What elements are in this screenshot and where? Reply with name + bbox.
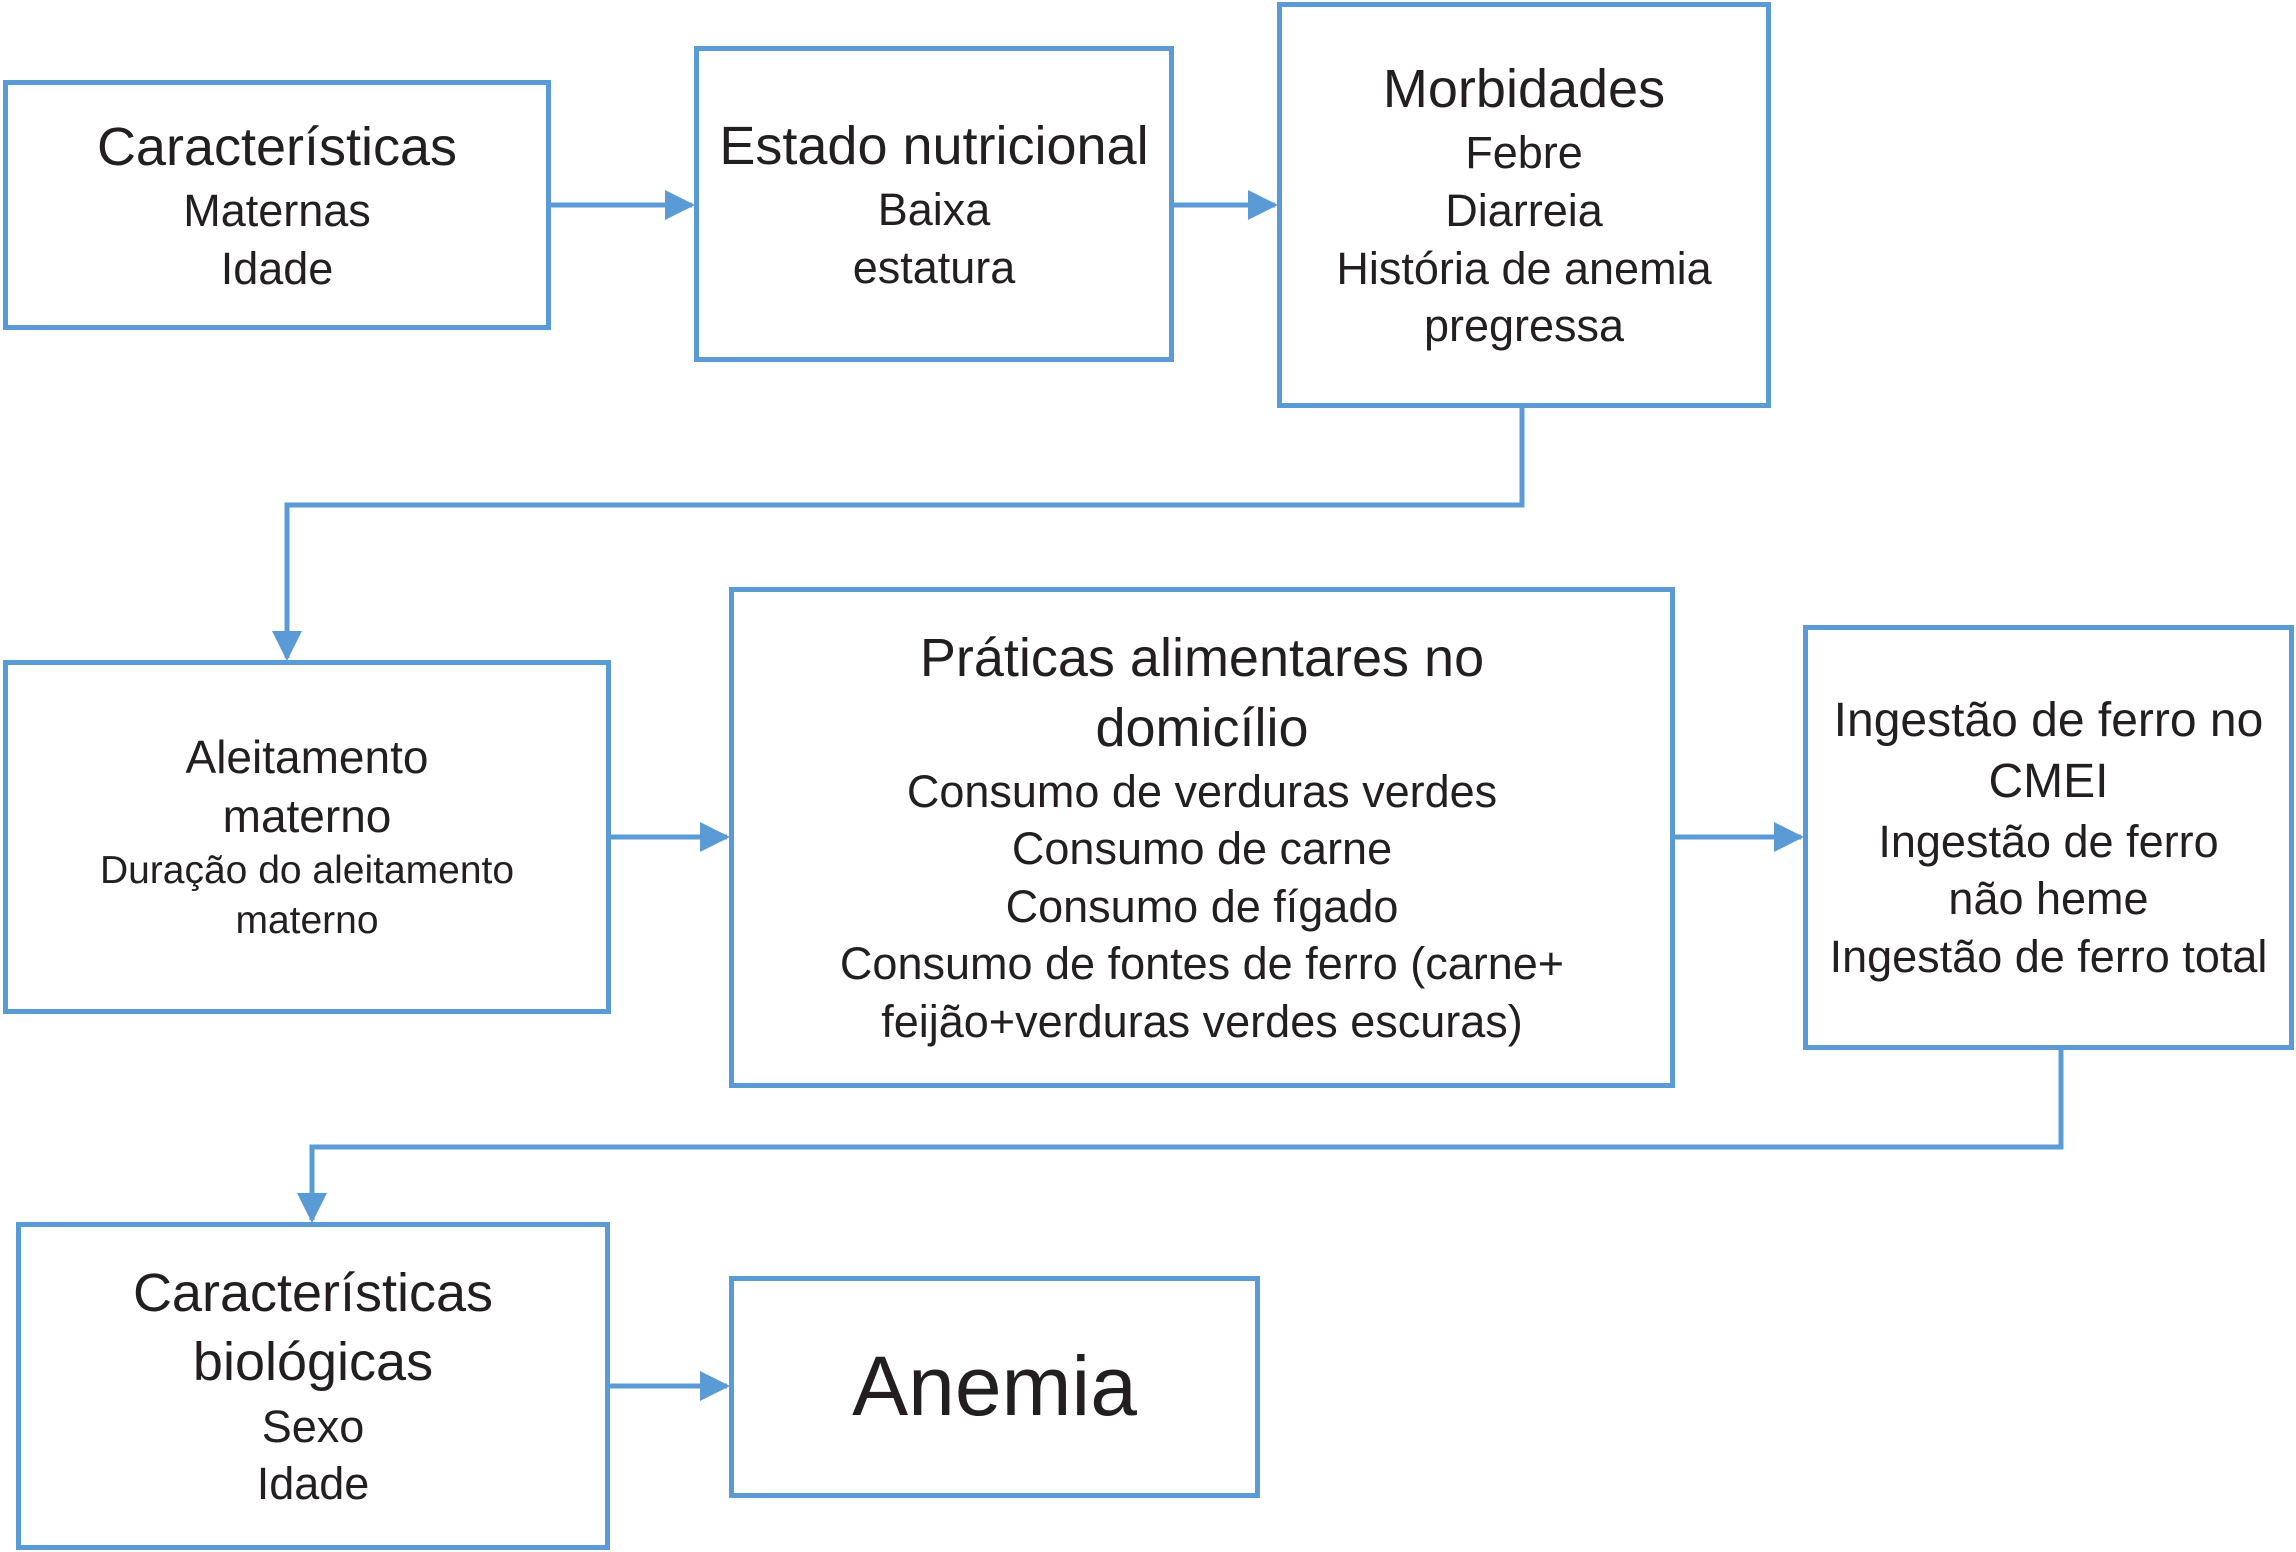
- box-title: Aleitamento: [185, 731, 429, 784]
- box-title: Características: [132, 1263, 494, 1324]
- box-title: Características: [96, 116, 458, 177]
- box-line: pregressa: [1423, 300, 1625, 352]
- box-aleitamento-materno: Aleitamento materno Duração do aleitamen…: [3, 660, 611, 1014]
- box-title: materno: [222, 790, 392, 843]
- box-title: domicílio: [1095, 697, 1309, 758]
- box-anemia: Anemia: [729, 1276, 1260, 1498]
- box-estado-nutricional: Estado nutricional Baixa estatura: [694, 46, 1174, 362]
- box-line: Baixa: [877, 183, 991, 235]
- arrow-ingestao-to-biologicas: [297, 1050, 2064, 1223]
- box-caracteristicas-biologicas: Características biológicas Sexo Idade: [16, 1222, 610, 1550]
- box-line: Consumo de verduras verdes: [906, 765, 1498, 817]
- arrow-morbidades-to-aleitamento: [272, 408, 1525, 661]
- box-line: Febre: [1465, 127, 1583, 179]
- box-praticas-alimentares: Práticas alimentares no domicílio Consum…: [729, 587, 1675, 1088]
- box-line: materno: [235, 898, 379, 942]
- box-line: Duração do aleitamento: [99, 848, 515, 892]
- box-ingestao-ferro-cmei: Ingestão de ferro no CMEI Ingestão de fe…: [1803, 625, 2294, 1050]
- box-morbidades: Morbidades Febre Diarreia História de an…: [1277, 2, 1771, 408]
- box-line: Consumo de carne: [1011, 823, 1393, 875]
- box-title: Anemia: [852, 1339, 1137, 1434]
- box-line: História de anemia: [1336, 242, 1712, 294]
- box-line: Ingestão de ferro total: [1829, 930, 2268, 982]
- box-line: Sexo: [261, 1400, 365, 1452]
- box-line: Consumo de fígado: [1005, 880, 1399, 932]
- box-line: estatura: [852, 241, 1016, 293]
- box-line: Ingestão de ferro: [1878, 815, 2219, 867]
- box-title: Morbidades: [1382, 59, 1666, 120]
- box-title: Ingestão de ferro no: [1833, 693, 2264, 747]
- box-line: feijão+verduras verdes escuras): [881, 996, 1523, 1047]
- box-title: Estado nutricional: [719, 115, 1149, 176]
- box-line: Diarreia: [1445, 184, 1603, 236]
- box-line: Idade: [220, 242, 334, 294]
- box-title: biológicas: [192, 1332, 434, 1393]
- box-line: não heme: [1948, 873, 2149, 925]
- box-title: Práticas alimentares no: [919, 628, 1485, 689]
- box-caracteristicas-maternas: Características Maternas Idade: [3, 80, 551, 330]
- box-title: CMEI: [1988, 755, 2109, 809]
- box-line: Maternas: [183, 184, 371, 236]
- box-line: Idade: [256, 1458, 370, 1510]
- box-line: Consumo de fontes de ferro (carne+: [839, 938, 1565, 990]
